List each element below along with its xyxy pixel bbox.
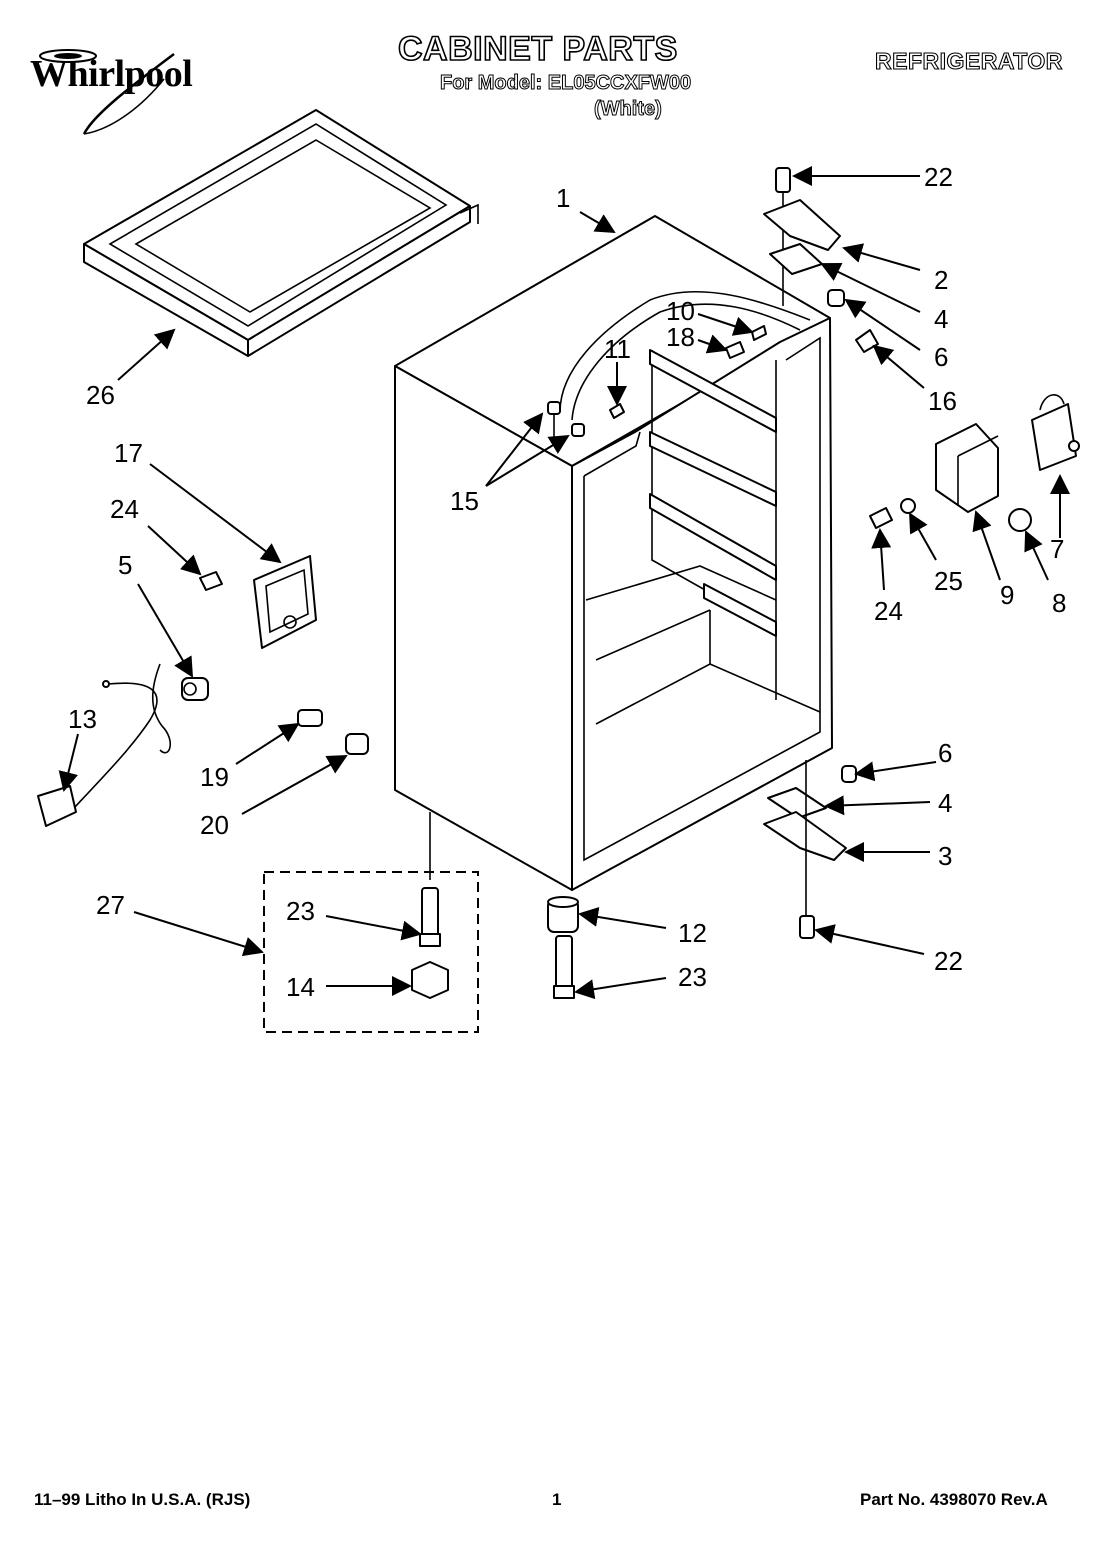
callout-27: 27 bbox=[96, 890, 125, 920]
part-10-18-screws bbox=[725, 325, 767, 359]
part-7-thermostat bbox=[1031, 394, 1080, 471]
part-5-light-socket bbox=[181, 677, 209, 701]
callout-4-top: 4 bbox=[934, 304, 948, 334]
part-19-switch bbox=[297, 709, 323, 727]
part-23-right-leg bbox=[553, 935, 575, 999]
callout-2: 2 bbox=[934, 265, 948, 295]
part-1-cabinet bbox=[394, 215, 833, 891]
part-25-nut bbox=[900, 498, 916, 514]
part-22-bottom-screw bbox=[799, 915, 815, 939]
part-20-plunger bbox=[345, 733, 369, 755]
part-23-left-leg bbox=[419, 887, 441, 947]
callout-20: 20 bbox=[200, 810, 229, 840]
part-22-top-screw bbox=[775, 167, 791, 306]
callout-labels: 1 2 3 4 4 5 6 6 7 8 9 10 11 12 13 14 15 … bbox=[68, 162, 1066, 1002]
part-13-power-cord bbox=[37, 663, 171, 827]
part-8-knob bbox=[1008, 508, 1032, 532]
callout-8: 8 bbox=[1052, 588, 1066, 618]
callout-13: 13 bbox=[68, 704, 97, 734]
callout-1: 1 bbox=[556, 183, 570, 213]
diagram-title: CABINET PARTS bbox=[397, 29, 678, 69]
part-26-door-panel bbox=[83, 109, 479, 357]
callout-18: 18 bbox=[666, 322, 695, 352]
callout-24-left: 24 bbox=[110, 494, 139, 524]
callout-16: 16 bbox=[928, 386, 957, 416]
part-3-bottom-hinge bbox=[763, 760, 847, 920]
callout-22-top: 22 bbox=[924, 162, 953, 192]
callout-23-left: 23 bbox=[286, 896, 315, 926]
model-color: (White) bbox=[594, 98, 663, 121]
callout-3: 3 bbox=[938, 841, 952, 871]
part-27-leveling-kit bbox=[263, 812, 479, 1033]
leader-lines bbox=[58, 166, 1070, 1000]
part-12-foot bbox=[547, 896, 579, 933]
callout-22-bottom: 22 bbox=[934, 946, 963, 976]
callout-23-right: 23 bbox=[678, 962, 707, 992]
part-24-left-screw bbox=[199, 571, 223, 591]
model-line: For Model: EL05CCXFW00 bbox=[439, 72, 692, 95]
callout-17: 17 bbox=[114, 438, 143, 468]
callout-19: 19 bbox=[200, 762, 229, 792]
appliance-category: REFRIGERATOR bbox=[874, 47, 1063, 74]
callout-25: 25 bbox=[934, 566, 963, 596]
part-2-top-hinge bbox=[763, 199, 841, 251]
callout-4-bottom: 4 bbox=[938, 788, 952, 818]
part-14-nut bbox=[411, 961, 449, 999]
footer-page-number: 1 bbox=[552, 1490, 562, 1509]
callout-26: 26 bbox=[86, 380, 115, 410]
callout-10: 10 bbox=[666, 296, 695, 326]
part-24-right-screw bbox=[869, 507, 893, 529]
callout-11: 11 bbox=[604, 334, 631, 364]
footer-print-info: 11–99 Litho In U.S.A. (RJS) bbox=[34, 1490, 251, 1509]
callout-6-bottom: 6 bbox=[938, 738, 952, 768]
callout-15: 15 bbox=[450, 486, 479, 516]
callout-24-right: 24 bbox=[874, 596, 903, 626]
part-17-light-housing bbox=[253, 555, 317, 649]
part-6-bottom-bushing bbox=[841, 765, 857, 783]
part-16-bracket bbox=[855, 329, 879, 353]
part-6-top-bushing bbox=[827, 289, 845, 307]
callout-9: 9 bbox=[1000, 580, 1014, 610]
part-11-clip bbox=[609, 403, 625, 419]
footer-part-number: Part No. 4398070 Rev.A bbox=[860, 1490, 1048, 1509]
callout-7: 7 bbox=[1050, 534, 1064, 564]
callout-14: 14 bbox=[286, 972, 315, 1002]
part-4-top-shim bbox=[769, 243, 823, 275]
brand-swoosh-icon bbox=[39, 49, 175, 135]
callout-12: 12 bbox=[678, 918, 707, 948]
callout-5: 5 bbox=[118, 550, 132, 580]
callout-6-top: 6 bbox=[934, 342, 948, 372]
part-9-control-housing bbox=[935, 423, 999, 513]
